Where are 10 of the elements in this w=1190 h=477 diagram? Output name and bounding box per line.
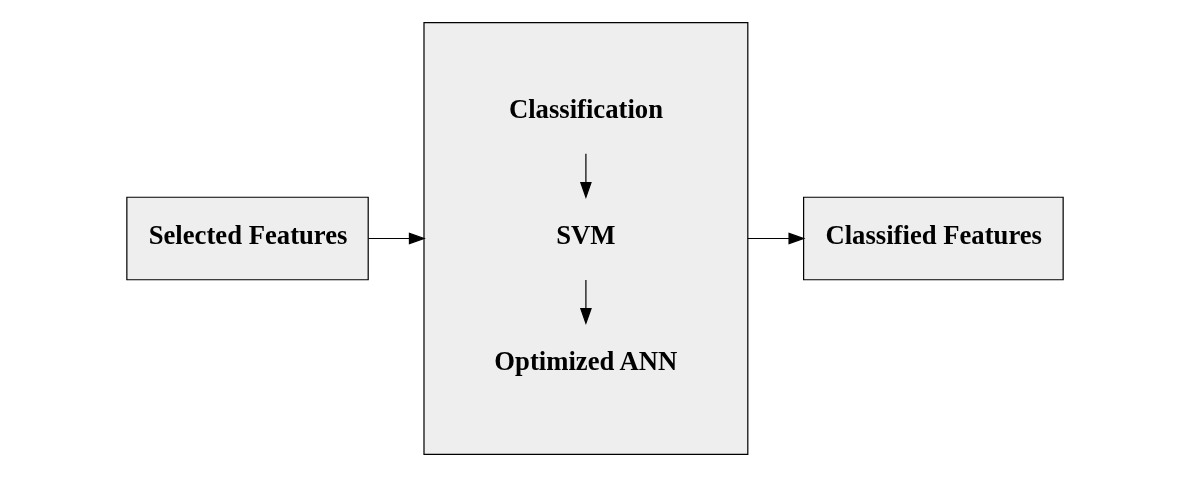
arrow	[368, 232, 426, 245]
cluster	[423, 22, 749, 455]
node-text: Optimized ANN	[494, 346, 678, 377]
node-text: Classification	[508, 93, 663, 124]
arrow	[579, 279, 592, 326]
node-box: Selected Features	[126, 196, 369, 281]
node-box: Classified Features	[803, 196, 1064, 281]
arrow	[747, 232, 806, 245]
node-text: SVM	[556, 220, 616, 251]
arrow	[579, 153, 592, 199]
